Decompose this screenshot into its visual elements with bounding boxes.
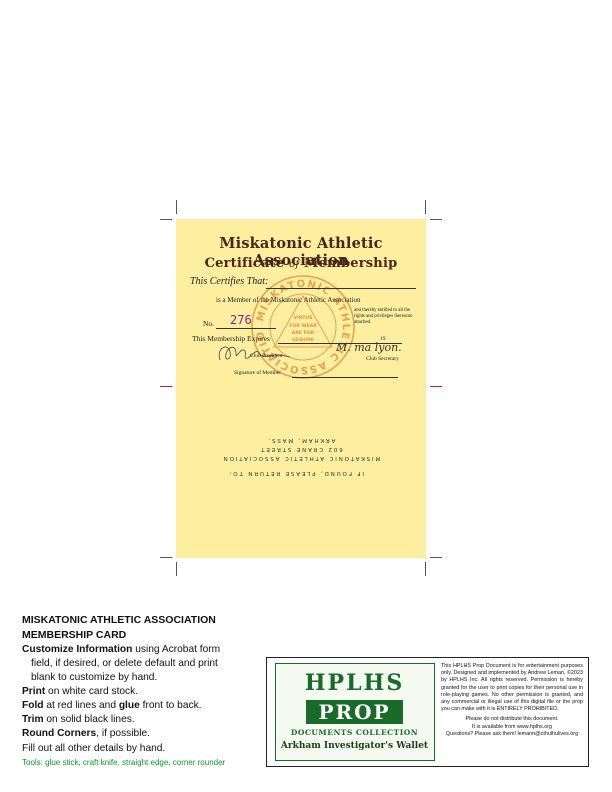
back-city-line: ARKHAM, MASS. (266, 437, 336, 443)
back-return-line: IF FOUND, PLEASE RETURN TO: (227, 470, 364, 476)
card-back-text: IF FOUND, PLEASE RETURN TO: MISKATONIC A… (176, 435, 426, 477)
fold-mark-left (160, 386, 172, 387)
instruction-trim: Trim on solid black lines. (22, 714, 135, 725)
legal-questions: Questions? Please ask them! lemann@cthul… (445, 730, 579, 737)
seal-line-3: ARE FOR (292, 330, 315, 336)
certifies-label: This Certifies That: (190, 276, 269, 287)
number-label: No. (203, 319, 215, 328)
seal-line-4: LEISURE (292, 337, 314, 343)
member-number-field[interactable]: 276 (230, 313, 252, 327)
president-signature (218, 346, 291, 361)
instruction-customize-line3: blank to customize by hand. (31, 672, 158, 683)
crop-mark-left-bottom (160, 557, 172, 558)
card-subtitle: Certificate of Membership (176, 256, 426, 271)
crop-mark-left-top (160, 219, 172, 220)
back-street-line: 602 CRANE STREET (259, 446, 343, 452)
print-rest: on white card stock. (45, 686, 139, 697)
secretary-label: Club Secretary (366, 356, 399, 362)
hplhs-logo: HPLHS PROP DOCUMENTS COLLECTION Arkham I… (275, 663, 435, 761)
trim-rest: on solid black lines. (43, 714, 135, 725)
member-statement: is a Member of the Miskatonic Athletic A… (216, 296, 361, 304)
subtitle-certificate: Certificate (204, 256, 285, 271)
round-bold: Round Corners (22, 728, 97, 739)
legal-distribute: Please do not distribute this document. (465, 716, 559, 723)
logo-prop-plate (306, 700, 403, 724)
legal-availability: It is available from www.hplhs.org (472, 723, 552, 730)
instruction-fold: Fold at red lines and glue front to back… (22, 700, 202, 711)
year-prefix: 19 (380, 336, 386, 342)
round-rest: , if possible. (96, 728, 150, 739)
association-seal: MISKATONIC ATHLETIC ASSOCIATION VIRTUS F… (250, 274, 355, 379)
crop-mark-bottom-right (425, 562, 426, 576)
customize-rest: using Acrobat form (132, 644, 221, 655)
instruction-customize: Customize Information using Acrobat form (22, 644, 220, 655)
logo-hplhs-text: HPLHS (304, 670, 405, 696)
instruction-print: Print on white card stock. (22, 686, 138, 697)
fold-mark-right (430, 386, 442, 387)
instructions-title-1: MISKATONIC ATHLETIC ASSOCIATION (22, 614, 216, 626)
member-signature-label: Signature of Member (234, 370, 282, 376)
crop-mark-right-bottom (430, 557, 442, 558)
membership-card: MISKATONIC ATHLETIC ASSOCIATION VIRTUS F… (176, 219, 426, 558)
fold-rest: front to back. (139, 700, 202, 711)
crop-mark-top-left (176, 200, 177, 214)
expires-label: This Membership Expires (192, 334, 270, 343)
glue-bold: glue (118, 700, 140, 711)
instructions-title-2: MEMBERSHIP CARD (22, 629, 127, 641)
crop-mark-bottom-left (176, 562, 177, 576)
back-association-line: MISKATONIC ATHLETIC ASSOCIATION (221, 455, 381, 461)
legal-paragraph: This HPLHS Prop Document is for entertai… (441, 663, 583, 713)
member-name-line (266, 288, 416, 289)
rights-statement: and thereby entitled to all the rights a… (354, 308, 413, 326)
instruction-fillout: Fill out all other details by hand. (22, 743, 166, 754)
instruction-round: Round Corners, if possible. (22, 728, 150, 739)
fold-mid: at red lines and (43, 700, 119, 711)
secretary-signature: M. ma lyon. (336, 341, 402, 354)
fold-bold: Fold (22, 700, 44, 711)
expires-line (278, 343, 388, 344)
year-line (386, 343, 402, 344)
member-signature-line (292, 377, 398, 378)
subtitle-membership: Membership (303, 256, 398, 271)
instruction-customize-line2: field, if desired, or delete default and… (31, 658, 218, 669)
number-line (216, 328, 276, 329)
customize-bold: Customize Information (22, 644, 133, 655)
crop-mark-top-right (425, 200, 426, 214)
logo-prop-text: PROP (318, 700, 391, 724)
logo-wallet-text: Arkham Investigator's Wallet (280, 741, 429, 751)
print-bold: Print (22, 686, 46, 697)
subtitle-of: of (289, 259, 300, 270)
seal-line-2: FOR WEAK (289, 323, 317, 329)
card-title: Miskatonic Athletic Association (219, 235, 383, 269)
president-label: Club President (250, 353, 283, 359)
crop-mark-right-top (430, 219, 442, 220)
seal-line-1: VIRTUS (294, 315, 313, 321)
logo-legal-box: HPLHS PROP DOCUMENTS COLLECTION Arkham I… (266, 657, 589, 767)
logo-documents-text: DOCUMENTS COLLECTION (290, 728, 419, 737)
legal-notice: This HPLHS Prop Document is for entertai… (441, 663, 583, 738)
instruction-tools: Tools: glue stick, craft knife, straight… (22, 758, 226, 767)
trim-bold: Trim (22, 714, 44, 725)
